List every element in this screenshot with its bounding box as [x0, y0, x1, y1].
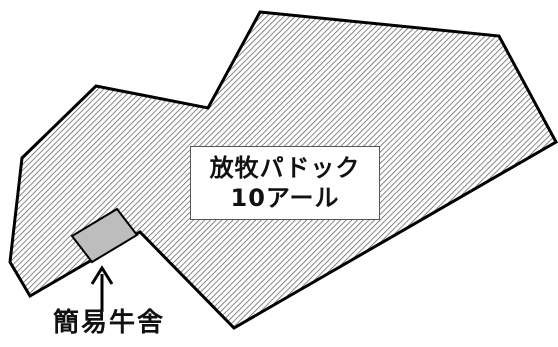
- paddock-name: 放牧パドック: [209, 154, 361, 182]
- shed-marker: [70, 207, 139, 264]
- paddock-area-size: 10アール: [230, 184, 340, 212]
- shed-arrow-head: [90, 265, 114, 285]
- paddock-label: 放牧パドック 10アール: [190, 146, 380, 220]
- shed-caption: 簡易牛舎: [52, 308, 165, 338]
